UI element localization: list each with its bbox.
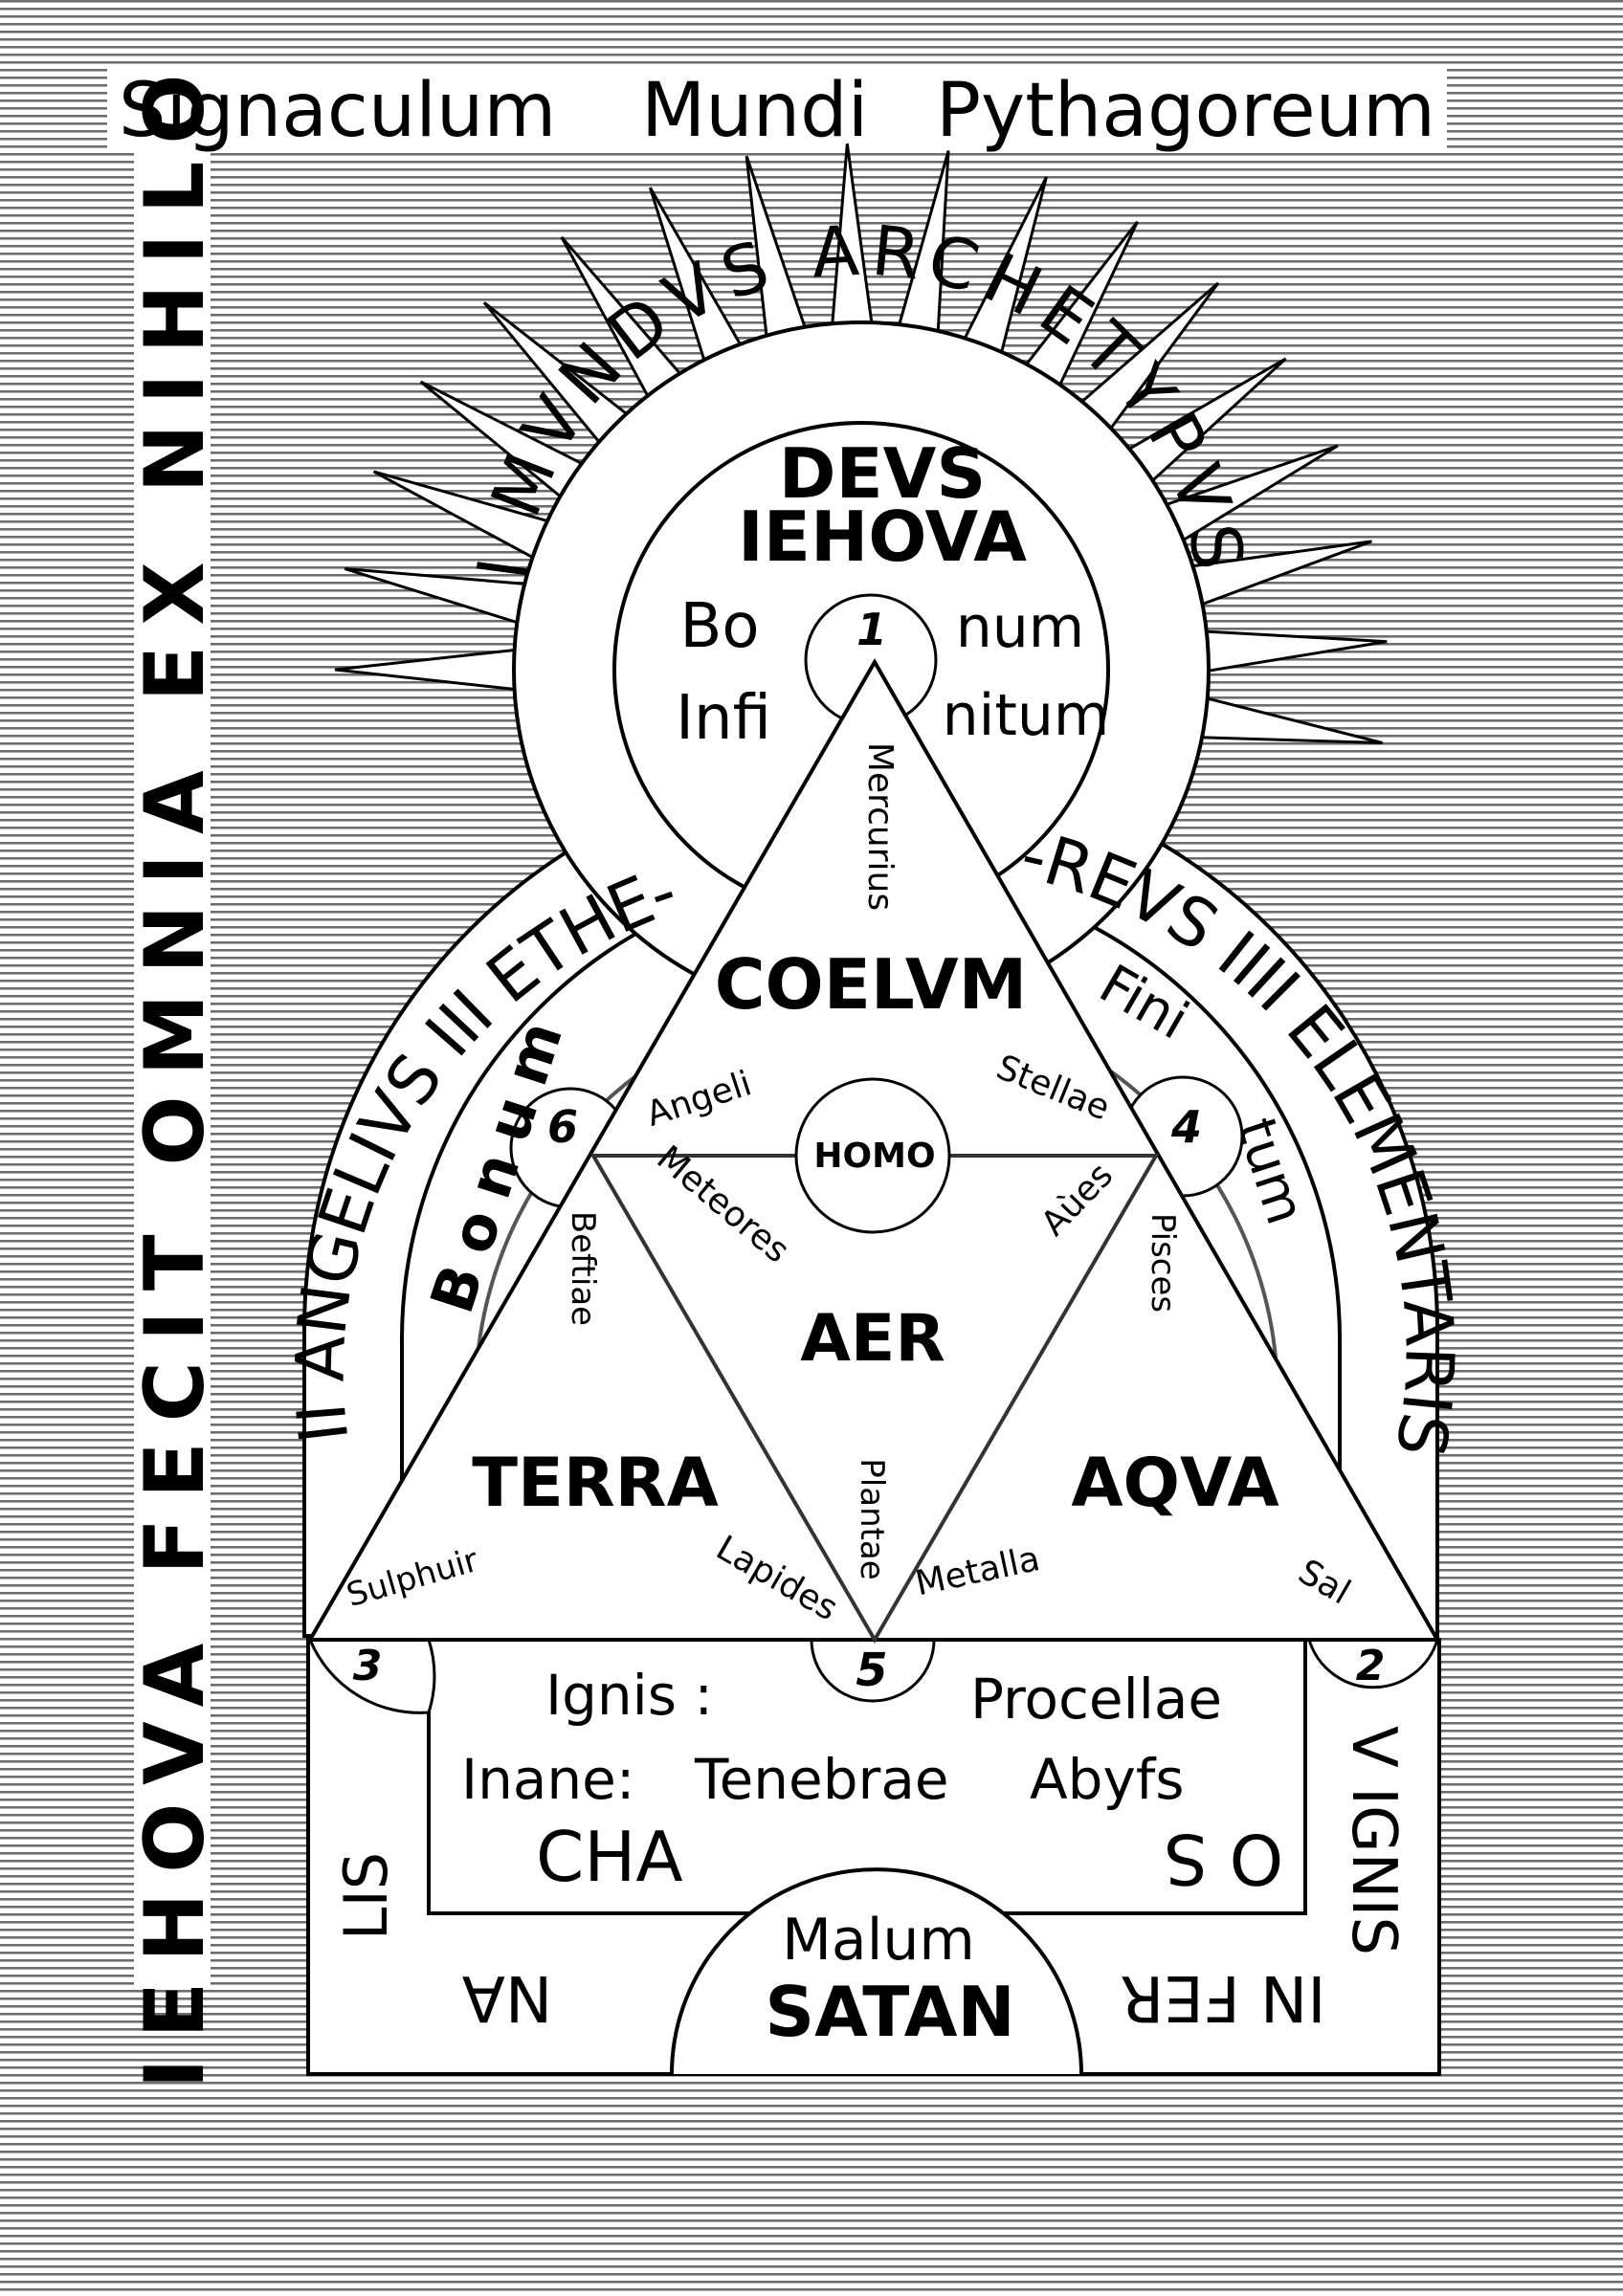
title-band [107,65,1447,153]
side-text: IEHOVA FECIT OMNIA EX NIHILO [127,55,223,2089]
chaos-inane: Inane: [461,1747,634,1812]
infernal-v-ignis: V IGNIS [1338,1726,1409,1955]
title-word-signaculum: Signaculum [119,68,556,154]
infernal-lis: LIS [331,1852,401,1940]
label-aqva: AQVA [1071,1444,1278,1522]
number-three: 3 [353,1642,383,1690]
label-mercurius: Mercurius [860,742,900,911]
number-one: 1 [856,604,887,655]
label-aer: AER [800,1301,945,1377]
title-word-pythagoreum: Pythagoreum [936,68,1435,154]
label-terra: TERRA [472,1444,719,1522]
homo-circle [794,1077,951,1234]
circle-five-arc [810,1639,936,1703]
chaos-abyss: Abyfs [1030,1747,1184,1812]
corner-two-arc [1307,1639,1439,1689]
title-word-mundi: Mundi [641,68,868,154]
label-pisces: Pisces [1144,1213,1182,1313]
satan-dome [670,1867,1083,2075]
deity-num: num [956,594,1085,661]
label-plantae: Plantae [853,1458,891,1579]
deity-line1: DEVS [779,433,987,514]
label-bestiae: Beftiae [564,1211,602,1326]
chaos-ignis: Ignis : [545,1663,713,1728]
infernal-in-fer: IN FER [1120,1961,1325,2035]
infernal-satan: SATAN [765,1972,1015,2052]
deity-bo: Bo [679,591,759,662]
label-homo: HOMO [813,1137,935,1176]
number-two: 2 [1356,1642,1386,1690]
chaos-tenebrae: Tenebrae [694,1747,949,1812]
infernal-na: NA [462,1961,553,2035]
corner-three-arc [308,1639,436,1714]
number-four: 4 [1170,1101,1202,1153]
chaos-os: O S [1164,1819,1283,1899]
sun-rays [334,143,1388,745]
deity-nitum: nitum [943,682,1110,749]
side-text-band [134,153,211,1990]
infernal-malum: Malum [782,1907,975,1974]
number-five: 5 [856,1644,887,1697]
chaos-procellae: Procellae [970,1667,1222,1732]
deity-line2: IEHOVA [738,497,1027,577]
number-six: 6 [547,1101,578,1153]
chaos-cha: CHA [536,1817,683,1897]
label-coelum: COELVM [715,944,1028,1025]
deity-infi: Infi [676,683,771,754]
